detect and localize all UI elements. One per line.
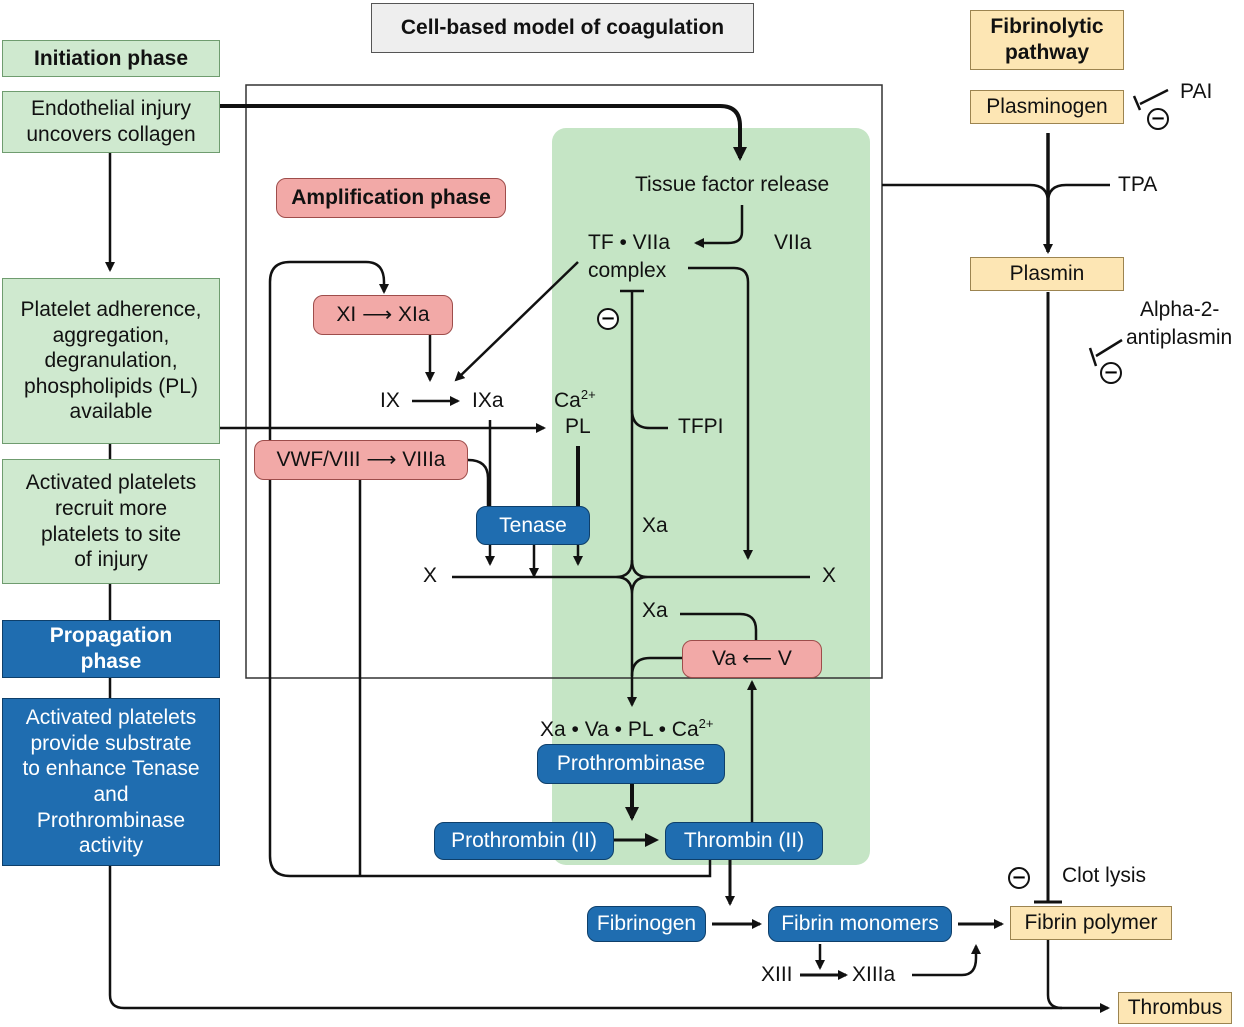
fibrinogen-box: Fibrinogen bbox=[587, 906, 706, 942]
tpa-label: TPA bbox=[1118, 173, 1158, 196]
arrow-xa-to-v bbox=[680, 612, 761, 654]
xa-upper-label: Xa bbox=[642, 514, 668, 537]
arrow-xiiia-to-polymer bbox=[912, 944, 981, 977]
endothelial-injury-box: Endothelial injury uncovers collagen bbox=[2, 91, 220, 153]
factor-xiiia-label: XIIIa bbox=[852, 963, 896, 986]
arrow-polymer-to-thrombus bbox=[1046, 940, 1063, 1010]
prothrombinase-box: Prothrombinase bbox=[537, 744, 725, 784]
alpha2-minus-icon: − bbox=[1100, 362, 1122, 384]
tissue-factor-release-label: Tissue factor release bbox=[635, 173, 830, 196]
vwf-viii-box: VWF/VIII ⟶ VIIIa bbox=[254, 440, 468, 480]
tf-complex-label: complex bbox=[588, 259, 667, 282]
calcium-text: Ca bbox=[554, 389, 581, 412]
prothrombinase-formula-text: Xa • Va • PL • Ca bbox=[540, 718, 699, 741]
thrombin-feedback-loop bbox=[268, 260, 712, 878]
activated-platelets-box: Activated platelets recruit more platele… bbox=[2, 459, 220, 584]
arrow-tf-release-to-complex bbox=[694, 205, 744, 248]
tfpi-label: TFPI bbox=[678, 415, 724, 438]
tf-viia-label: TF • VIIa bbox=[588, 231, 671, 254]
left-column-line bbox=[108, 584, 1108, 1008]
thrombus-box: Thrombus bbox=[1118, 992, 1232, 1024]
prothrombinase-formula: Xa • Va • PL • Ca2+ bbox=[540, 716, 714, 742]
xa-lower-label: Xa bbox=[642, 599, 668, 622]
platelet-adherence-box: Platelet adherence, aggregation, degranu… bbox=[2, 278, 220, 444]
junction-curve bbox=[615, 559, 649, 595]
initiation-phase-header: Initiation phase bbox=[2, 40, 220, 77]
arrow-viiia-to-tenase bbox=[467, 458, 490, 506]
factor-xiii-label: XIII bbox=[761, 963, 793, 986]
pai-inhibitor bbox=[1132, 88, 1169, 111]
plasminogen-box: Plasminogen bbox=[970, 90, 1124, 124]
va-v-box: Va ⟵ V bbox=[682, 640, 822, 678]
amplification-phase-header: Amplification phase bbox=[276, 178, 506, 218]
amplification-frame bbox=[245, 84, 883, 679]
pai-label: PAI bbox=[1180, 80, 1213, 103]
fibrin-polymer-box: Fibrin polymer bbox=[1010, 906, 1172, 940]
alpha2-inhibitor bbox=[1088, 338, 1123, 367]
tfpi-inhibition bbox=[620, 289, 644, 566]
prothrombinase-formula-charge: 2+ bbox=[698, 716, 714, 731]
fibrin-monomers-box: Fibrin monomers bbox=[768, 906, 952, 942]
factor-x-right-label: X bbox=[822, 564, 837, 587]
plasmin-inhibits-polymer bbox=[1034, 292, 1062, 904]
arrow-va-merge bbox=[630, 656, 682, 677]
arrow-complex-to-x bbox=[688, 266, 753, 560]
thrombin-box: Thrombin (II) bbox=[665, 822, 823, 860]
tfpi-minus-icon: − bbox=[597, 308, 619, 330]
factor-ix-label: IX bbox=[380, 389, 400, 412]
alpha2-label-line2: antiplasmin bbox=[1126, 326, 1233, 349]
plasmin-box: Plasmin bbox=[970, 257, 1124, 291]
viia-label: VIIa bbox=[774, 231, 812, 254]
tenase-box: Tenase bbox=[476, 506, 590, 545]
tfpi-branch bbox=[630, 409, 668, 430]
calcium-charge: 2+ bbox=[580, 387, 596, 402]
pai-minus-icon: − bbox=[1147, 108, 1169, 130]
propagation-phase-header: Propagation phase bbox=[2, 620, 220, 678]
calcium-label: Ca2+ bbox=[554, 387, 596, 413]
clot-lysis-minus-icon: − bbox=[1008, 867, 1030, 889]
arrow-endothelial-to-tf bbox=[220, 104, 747, 161]
factor-ixa-label: IXa bbox=[472, 389, 504, 412]
diagram-title: Cell-based model of coagulation bbox=[371, 3, 754, 53]
prothrombin-box: Prothrombin (II) bbox=[434, 822, 614, 860]
tpa-join bbox=[882, 183, 1110, 203]
clot-lysis-label: Clot lysis bbox=[1062, 864, 1147, 887]
factor-x-left-label: X bbox=[423, 564, 438, 587]
phospholipid-label: PL bbox=[565, 415, 591, 438]
alpha2-label-line1: Alpha-2- bbox=[1140, 298, 1220, 321]
fibrinolytic-header: Fibrinolytic pathway bbox=[970, 10, 1124, 70]
propagation-phase-box: Activated platelets provide substrate to… bbox=[2, 698, 220, 866]
xi-to-xia-box: XI ⟶ XIa bbox=[313, 295, 453, 335]
arrow-complex-to-ixa bbox=[454, 261, 579, 382]
